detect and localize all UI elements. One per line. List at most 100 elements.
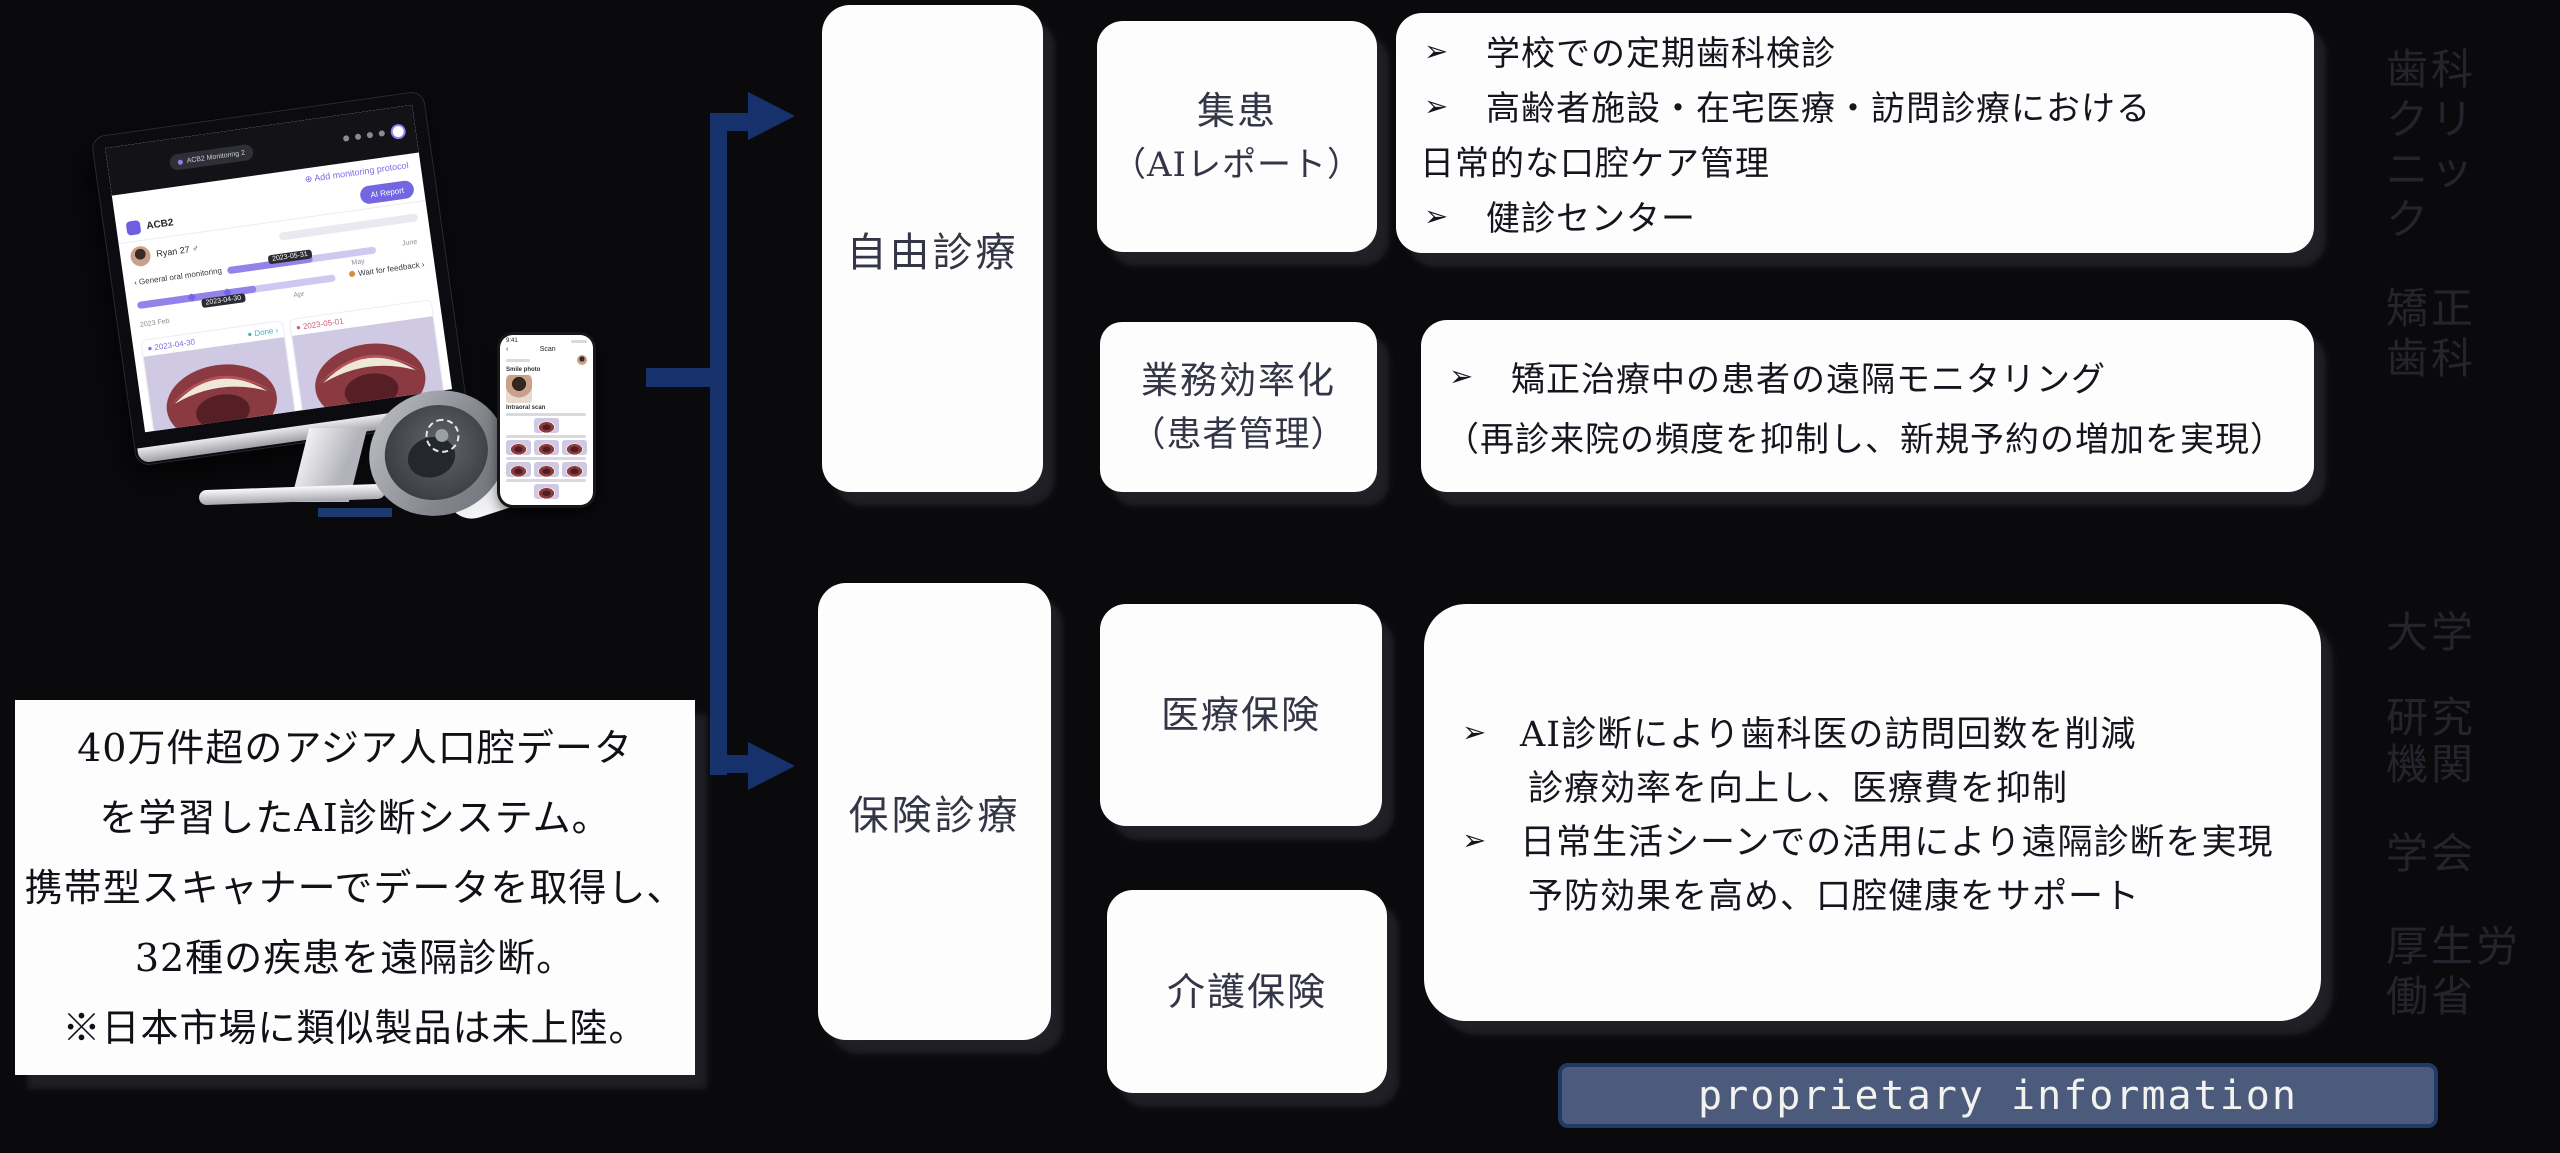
smile-photo-label: Smile photo bbox=[506, 367, 541, 373]
date-placeholder bbox=[506, 358, 530, 362]
bullet-item: ➢ AI診断により歯科医の訪問回数を削減 bbox=[1458, 705, 2297, 759]
arrow-head-bottom-icon bbox=[748, 742, 795, 790]
bullet-continuation: 診療効率を向上し、医療費を抑制 bbox=[1528, 759, 2297, 813]
status-dot-icon bbox=[348, 270, 356, 278]
instruction-text bbox=[506, 413, 586, 416]
sub-box-label: 医療保険 bbox=[1160, 693, 1321, 737]
home-icon bbox=[354, 133, 362, 141]
sub-box-sublabel: （患者管理） bbox=[1130, 415, 1347, 455]
detail-box-hoken: ➢ AI診断により歯科医の訪問回数を削減 診療効率を向上し、医療費を抑制 ➢ 日… bbox=[1424, 604, 2321, 1021]
bullet-continuation: （再診来院の頻度を抑制し、新規予約の増加を実現） bbox=[1445, 406, 2290, 466]
patient-name: Ryan 27 ♂ bbox=[155, 243, 200, 259]
phone-screen: 9:41 ‹ Scan Smile photo Intraoral scan bbox=[500, 335, 593, 505]
stand-blue-reflection bbox=[318, 508, 392, 517]
bullet-text: 学校での定期歯科検診 bbox=[1486, 34, 1836, 74]
side-label-orthodontics: 矯正歯科 bbox=[2386, 284, 2477, 383]
brand-name: ACB2 bbox=[145, 216, 175, 232]
browser-tab: ACB2 Monitoring 2 bbox=[168, 143, 254, 172]
bullet-text: 診療効率を向上し、医療費を抑制 bbox=[1528, 769, 2069, 809]
arrow-bullet-icon: ➢ bbox=[1424, 198, 1450, 233]
help-icon bbox=[342, 135, 350, 142]
bullet-item: ➢ 健診センター bbox=[1420, 188, 2290, 243]
sub-box-gyomu-koritsuka: 業務効率化 （患者管理） bbox=[1100, 322, 1377, 492]
arrow-feed-segment bbox=[646, 368, 727, 387]
bullet-text: 日常生活シーンでの活用により遠隔診断を実現 bbox=[1520, 823, 2274, 863]
category-box-jiyushinryo: 自由診療 bbox=[822, 5, 1043, 492]
bullet-item: ➢ 学校での定期歯科検診 bbox=[1420, 23, 2290, 78]
app-top-icons bbox=[342, 122, 407, 147]
bullet-text: （再診来院の頻度を抑制し、新規予約の増加を実現） bbox=[1445, 419, 2285, 460]
scan-thumbnail bbox=[534, 462, 559, 477]
smile-photo-thumbnail bbox=[506, 375, 532, 403]
detail-box-gyomu: ➢ 矯正治療中の患者の遠隔モニタリング （再診来院の頻度を抑制し、新規予約の増加… bbox=[1421, 320, 2314, 492]
monitor-screen: ACB2 Monitoring 2 ⊕ Add monitoring proto… bbox=[105, 104, 453, 433]
patient-avatar bbox=[129, 244, 152, 268]
photo-card-1: ● 2023-04-30 ● Done › bbox=[140, 320, 300, 433]
arrow-bullet-icon: ➢ bbox=[1462, 714, 1488, 749]
phone-screen-title: Scan bbox=[539, 346, 556, 353]
bullet-item: ➢ 日常生活シーンでの活用により遠隔診断を実現 bbox=[1458, 813, 2297, 867]
category-box-hokenshinryo: 保険診療 bbox=[818, 583, 1051, 1040]
back-icon: ‹ bbox=[506, 346, 509, 353]
scan-thumbnail bbox=[562, 440, 587, 455]
bullet-item: ➢ 高齢者施設・在宅医療・訪問診療における bbox=[1420, 78, 2290, 133]
sub-box-label: 集患 bbox=[1196, 88, 1277, 133]
side-label-mhlw: 厚生労働省 bbox=[2386, 922, 2522, 1021]
phone-user-avatar bbox=[577, 355, 587, 365]
description-line: 40万件超のアジア人口腔データ bbox=[77, 725, 633, 770]
intraoral-scan-label: Intraoral scan bbox=[506, 405, 546, 411]
detail-box-shukan: ➢ 学校での定期歯科検診 ➢ 高齢者施設・在宅医療・訪問診療における 日常的な口… bbox=[1396, 13, 2314, 253]
phone-mockup: 9:41 ‹ Scan Smile photo Intraoral scan bbox=[497, 332, 596, 508]
monitor-stand-foot bbox=[198, 483, 386, 506]
instruction-text bbox=[506, 457, 586, 460]
bell-icon bbox=[366, 131, 374, 139]
sub-box-shukan: 集患 （AIレポート） bbox=[1097, 21, 1377, 252]
sub-box-iryo-hoken: 医療保険 bbox=[1100, 604, 1382, 826]
instruction-text bbox=[506, 479, 586, 482]
sub-box-label: 介護保険 bbox=[1166, 969, 1327, 1014]
proprietary-label: proprietary information bbox=[1698, 1072, 2298, 1119]
tab-favicon-icon bbox=[177, 158, 184, 165]
description-line: ※日本市場に類似製品は未上陸。 bbox=[62, 1005, 648, 1050]
proprietary-information-bar: proprietary information bbox=[1558, 1063, 2438, 1128]
product-description-box: 40万件超のアジア人口腔データ を学習したAI診断システム。 携帯型スキャナーで… bbox=[15, 700, 695, 1075]
category-label: 自由診療 bbox=[846, 229, 1019, 276]
arrow-bullet-icon: ➢ bbox=[1424, 88, 1450, 123]
side-label-research-institute: 研究機関 bbox=[2386, 693, 2477, 789]
category-label: 保険診療 bbox=[848, 792, 1021, 839]
phone-time: 9:41 bbox=[506, 338, 518, 344]
done-badge: ● Done › bbox=[246, 325, 279, 339]
arrow-head-top-icon bbox=[748, 92, 795, 140]
description-line: 携帯型スキャナーでデータを取得し、 bbox=[24, 865, 686, 910]
scan-thumbnail-row bbox=[506, 440, 587, 455]
bullet-text: 日常的な口腔ケア管理 bbox=[1420, 144, 1770, 184]
sub-box-sublabel: （AIレポート） bbox=[1112, 144, 1362, 185]
status-icons bbox=[571, 340, 587, 343]
scan-thumbnail bbox=[562, 462, 587, 477]
side-label-dental-clinic: 歯科クリニック bbox=[2386, 45, 2477, 244]
side-label-university: 大学 bbox=[2386, 608, 2477, 657]
bullet-continuation: 日常的な口腔ケア管理 bbox=[1420, 133, 2290, 188]
bullet-text: 予防効果を高め、口腔健康をサポート bbox=[1528, 877, 2141, 917]
user-avatar bbox=[389, 122, 407, 140]
tab-label: ACB2 Monitoring 2 bbox=[186, 149, 246, 165]
description-line: を学習したAI診断システム。 bbox=[99, 795, 611, 840]
scan-thumbnail bbox=[534, 418, 559, 433]
sub-box-kaigo-hoken: 介護保険 bbox=[1107, 890, 1387, 1093]
side-label-academic-society: 学会 bbox=[2386, 829, 2477, 878]
arrow-bullet-icon: ➢ bbox=[1449, 359, 1475, 393]
scan-thumbnail bbox=[506, 440, 531, 455]
bullet-item: ➢ 矯正治療中の患者の遠隔モニタリング bbox=[1445, 346, 2290, 406]
sub-box-label: 業務効率化 bbox=[1141, 359, 1336, 402]
start-date: 2023 Feb bbox=[139, 317, 170, 329]
settings-icon bbox=[378, 130, 386, 137]
scan-thumbnail bbox=[534, 440, 559, 455]
bullet-text: 健診センター bbox=[1486, 199, 1696, 239]
scan-thumbnail bbox=[534, 484, 559, 499]
arrow-bullet-icon: ➢ bbox=[1462, 822, 1488, 857]
instruction-text bbox=[506, 435, 586, 438]
bullet-continuation: 予防効果を高め、口腔健康をサポート bbox=[1528, 867, 2297, 921]
bullet-text: AI診断により歯科医の訪問回数を削減 bbox=[1520, 715, 2137, 755]
bullet-text: 矯正治療中の患者の遠隔モニタリング bbox=[1511, 359, 2106, 400]
